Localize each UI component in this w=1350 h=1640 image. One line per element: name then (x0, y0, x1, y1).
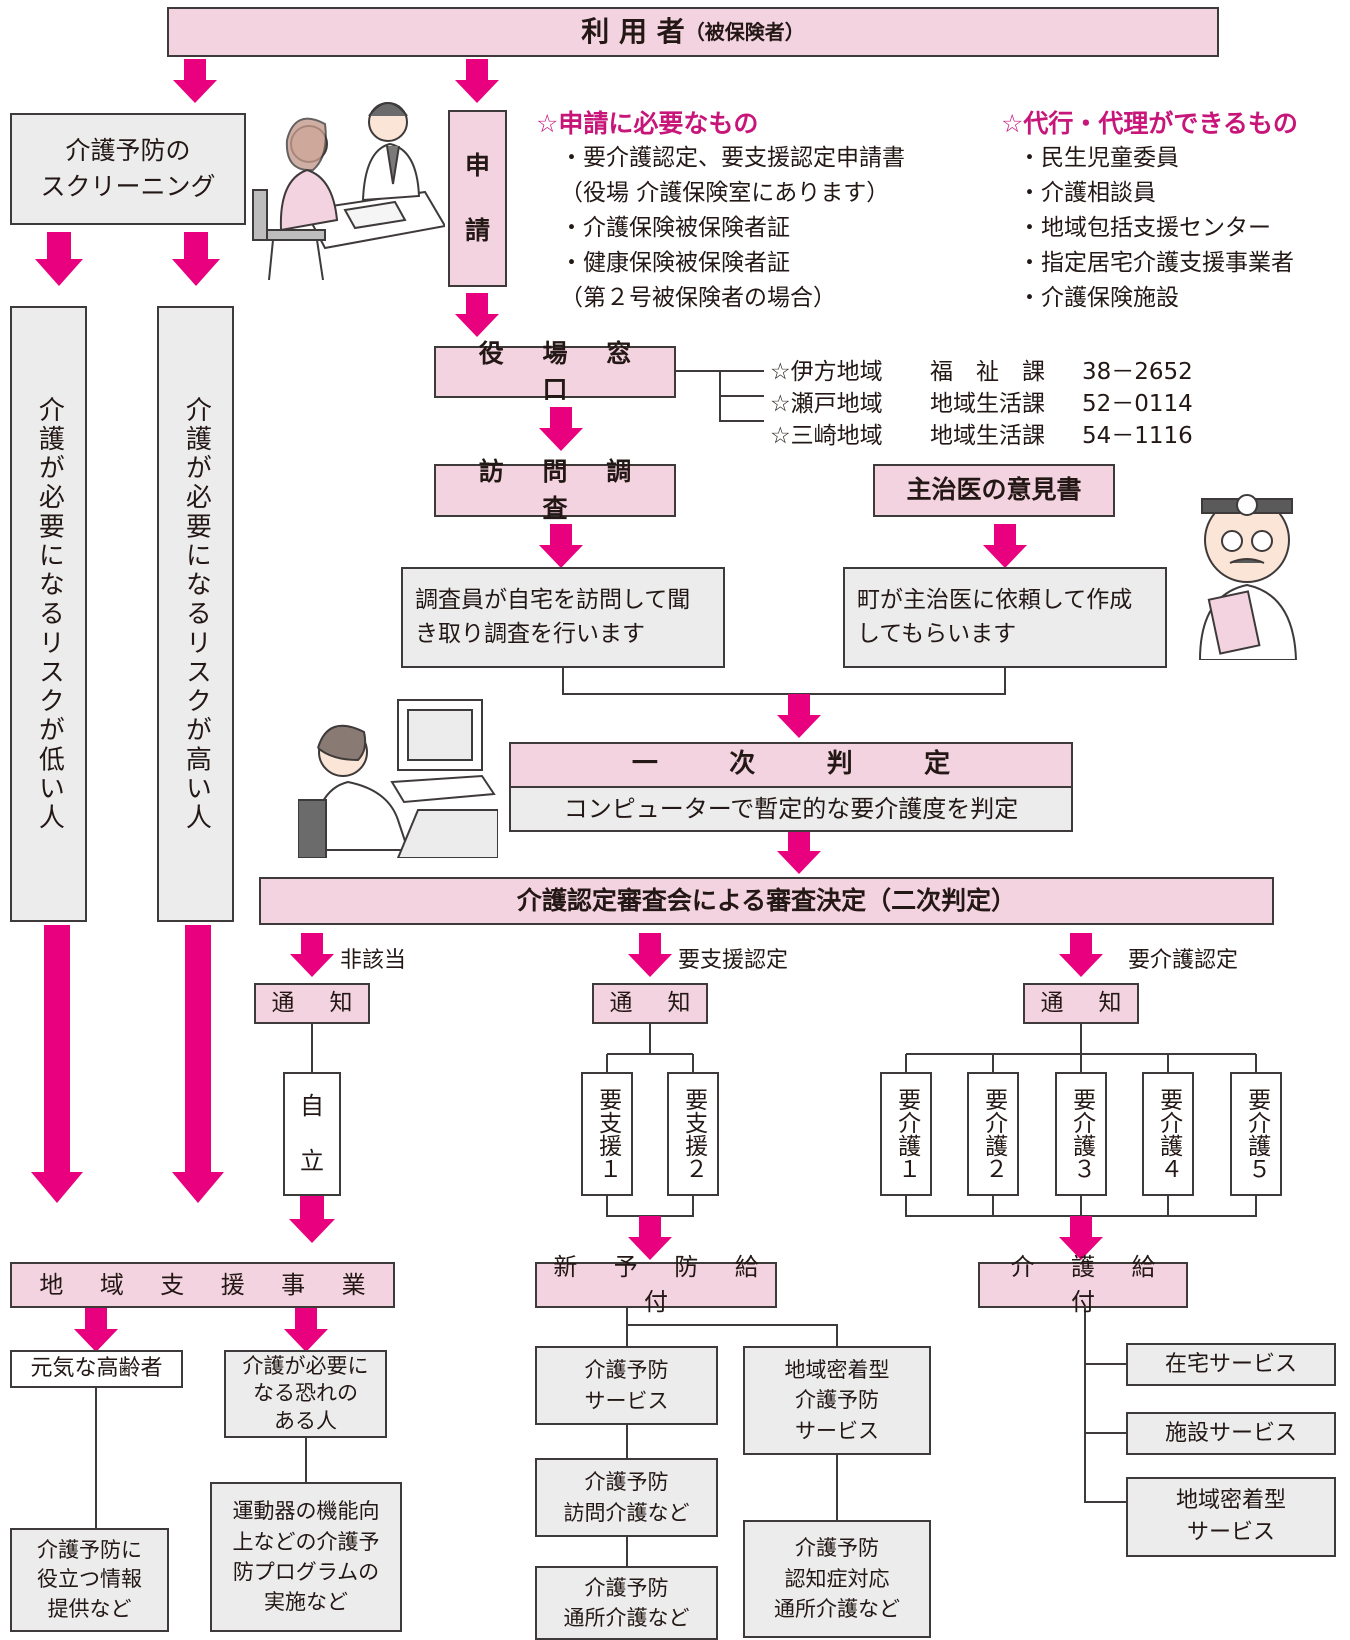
independent-box: 自 立 (283, 1072, 341, 1196)
user-note: （被保険者） (684, 19, 805, 44)
at-risk-box: 介護が必要に なる恐れの ある人 (224, 1350, 387, 1438)
prevention-day-box: 介護予防 通所介護など (535, 1566, 718, 1640)
branch-not-applicable: 非該当 (340, 948, 407, 973)
required-heading: ☆申請に必要なもの (536, 109, 759, 138)
meeting-illustration (252, 102, 445, 280)
proxy-item: ・介護相談員 (1018, 180, 1156, 206)
proxy-item: ・民生児童委員 (1018, 145, 1179, 171)
care-level-4: 要介護４ (1142, 1072, 1194, 1196)
proxy-item: ・指定居宅介護支援事業者 (1018, 250, 1294, 276)
visit-desc: 調査員が自宅を訪問して聞 き取り調査を行います (401, 567, 725, 668)
branch-care: 要介護認定 (1128, 948, 1239, 973)
prevention-visit-box: 介護予防 訪問介護など (535, 1458, 718, 1537)
required-item: （第２号被保険者の場合） (560, 285, 836, 311)
local-service-box: 地域密着型 サービス (1126, 1477, 1336, 1557)
doctor-desc: 町が主治医に依頼して作成 してもらいます (843, 567, 1167, 668)
notice-box: 通 知 (592, 983, 708, 1024)
required-item: ・介護保険被保険者証 (560, 215, 790, 241)
application-box: 申 請 (448, 110, 507, 287)
required-item: （役場 介護保険室にあります） (560, 180, 890, 206)
secondary-box: 介護認定審査会による審査決定（二次判定） (259, 877, 1274, 925)
office-box: 役 場 窓 口 (434, 339, 676, 404)
risk-high-box: 介護が必要になるリスクが高い人 (157, 306, 234, 922)
user-box: 利 用 者（被保険者） (167, 7, 1219, 57)
branch-support: 要支援認定 (678, 948, 789, 973)
healthy-elderly-box: 元気な高齢者 (10, 1350, 183, 1388)
risk-low-box: 介護が必要になるリスクが低い人 (10, 306, 87, 922)
notice-box: 通 知 (1023, 983, 1139, 1024)
required-item: ・要介護認定、要支援認定申請書 (560, 145, 905, 171)
home-service-box: 在宅サービス (1126, 1343, 1336, 1386)
support-level-1: 要支援１ (581, 1072, 633, 1196)
program-box: 運動器の機能向 上などの介護予 防プログラムの 実施など (210, 1482, 402, 1632)
care-level-5: 要介護５ (1230, 1072, 1282, 1196)
info-box: 介護予防に 役立つ情報 提供など (10, 1528, 169, 1632)
proxy-item: ・地域包括支援センター (1018, 215, 1271, 241)
primary-box: 一 次 判 定 (509, 742, 1073, 788)
care-level-2: 要介護２ (967, 1072, 1019, 1196)
visit-box: 訪 問 調 査 (434, 457, 676, 523)
care-benefit-box: 介 護 給 付 (978, 1253, 1188, 1316)
doctor-box: 主治医の意見書 (873, 464, 1115, 517)
community-box: 地 域 支 援 事 業 (10, 1262, 395, 1308)
screening-box: 介護予防の スクリーニング (10, 113, 246, 225)
proxy-item: ・介護保険施設 (1018, 285, 1179, 311)
prevention-service-box: 介護予防 サービス (535, 1346, 718, 1425)
proxy-list: ・民生児童委員 ・介護相談員 ・地域包括支援センター ・指定居宅介護支援事業者 … (1018, 141, 1294, 316)
proxy-heading: ☆代行・代理ができるもの (1001, 109, 1298, 138)
care-level-3: 要介護３ (1055, 1072, 1107, 1196)
required-list: ・要介護認定、要支援認定申請書 （役場 介護保険室にあります） ・介護保険被保険… (560, 141, 905, 316)
user-title: 利 用 者 (581, 14, 685, 48)
facility-service-box: 施設サービス (1126, 1412, 1336, 1455)
care-level-1: 要介護１ (880, 1072, 932, 1196)
support-level-2: 要支援２ (667, 1072, 719, 1196)
doctor-illustration (1198, 494, 1298, 660)
computer-illustration (298, 699, 498, 858)
local-prevention-box: 地域密着型 介護予防 サービス (743, 1346, 931, 1455)
primary-desc: コンピューターで暫定的な要介護度を判定 (509, 786, 1073, 832)
dementia-box: 介護予防 認知症対応 通所介護など (743, 1520, 931, 1638)
notice-box: 通 知 (254, 983, 370, 1024)
prevention-box: 新 予 防 給 付 (535, 1253, 777, 1316)
required-item: ・健康保険被保険者証 (560, 250, 790, 276)
